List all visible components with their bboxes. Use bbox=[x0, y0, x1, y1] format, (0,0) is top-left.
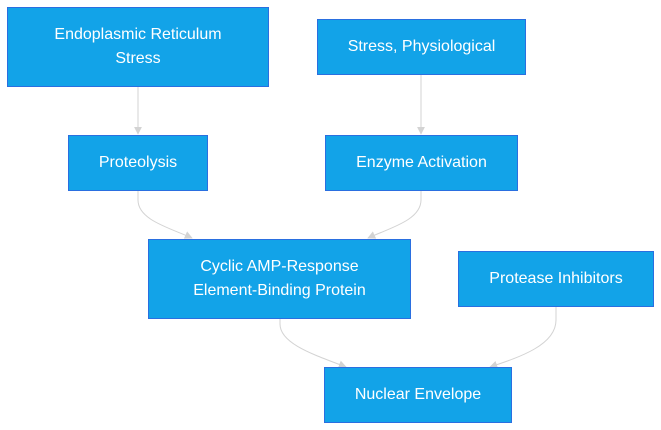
node-creb-line2: Element-Binding Protein bbox=[193, 282, 366, 299]
node-nuclear-envelope[interactable]: Nuclear Envelope bbox=[324, 367, 512, 423]
node-proteolysis[interactable]: Proteolysis bbox=[68, 135, 208, 191]
node-protease-inhibitors-label: Protease Inhibitors bbox=[489, 270, 623, 287]
edge-enzyme-activation-to-creb bbox=[367, 191, 422, 239]
node-er-stress-line2: Stress bbox=[115, 50, 161, 67]
node-enzyme-activation-label: Enzyme Activation bbox=[356, 154, 487, 171]
node-proteolysis-label: Proteolysis bbox=[98, 154, 178, 171]
node-enzyme-activation[interactable]: Enzyme Activation bbox=[325, 135, 518, 191]
node-creb[interactable]: Cyclic AMP-Response Element-Binding Prot… bbox=[148, 239, 411, 319]
node-creb-line1: Cyclic AMP-Response bbox=[200, 258, 359, 275]
node-nuclear-envelope-label: Nuclear Envelope bbox=[354, 386, 482, 403]
edge-protease-inhibitors-to-nuclear-envelope bbox=[489, 307, 557, 369]
node-er-stress[interactable]: Endoplasmic Reticulum Stress bbox=[7, 7, 269, 87]
edge-proteolysis-to-creb bbox=[137, 191, 193, 239]
edge-creb-to-nuclear-envelope bbox=[279, 319, 347, 369]
node-physiological-stress-label: Stress, Physiological bbox=[347, 38, 496, 55]
node-protease-inhibitors[interactable]: Protease Inhibitors bbox=[458, 251, 654, 307]
node-er-stress-line1: Endoplasmic Reticulum bbox=[54, 26, 222, 43]
node-physiological-stress[interactable]: Stress, Physiological bbox=[317, 19, 526, 75]
